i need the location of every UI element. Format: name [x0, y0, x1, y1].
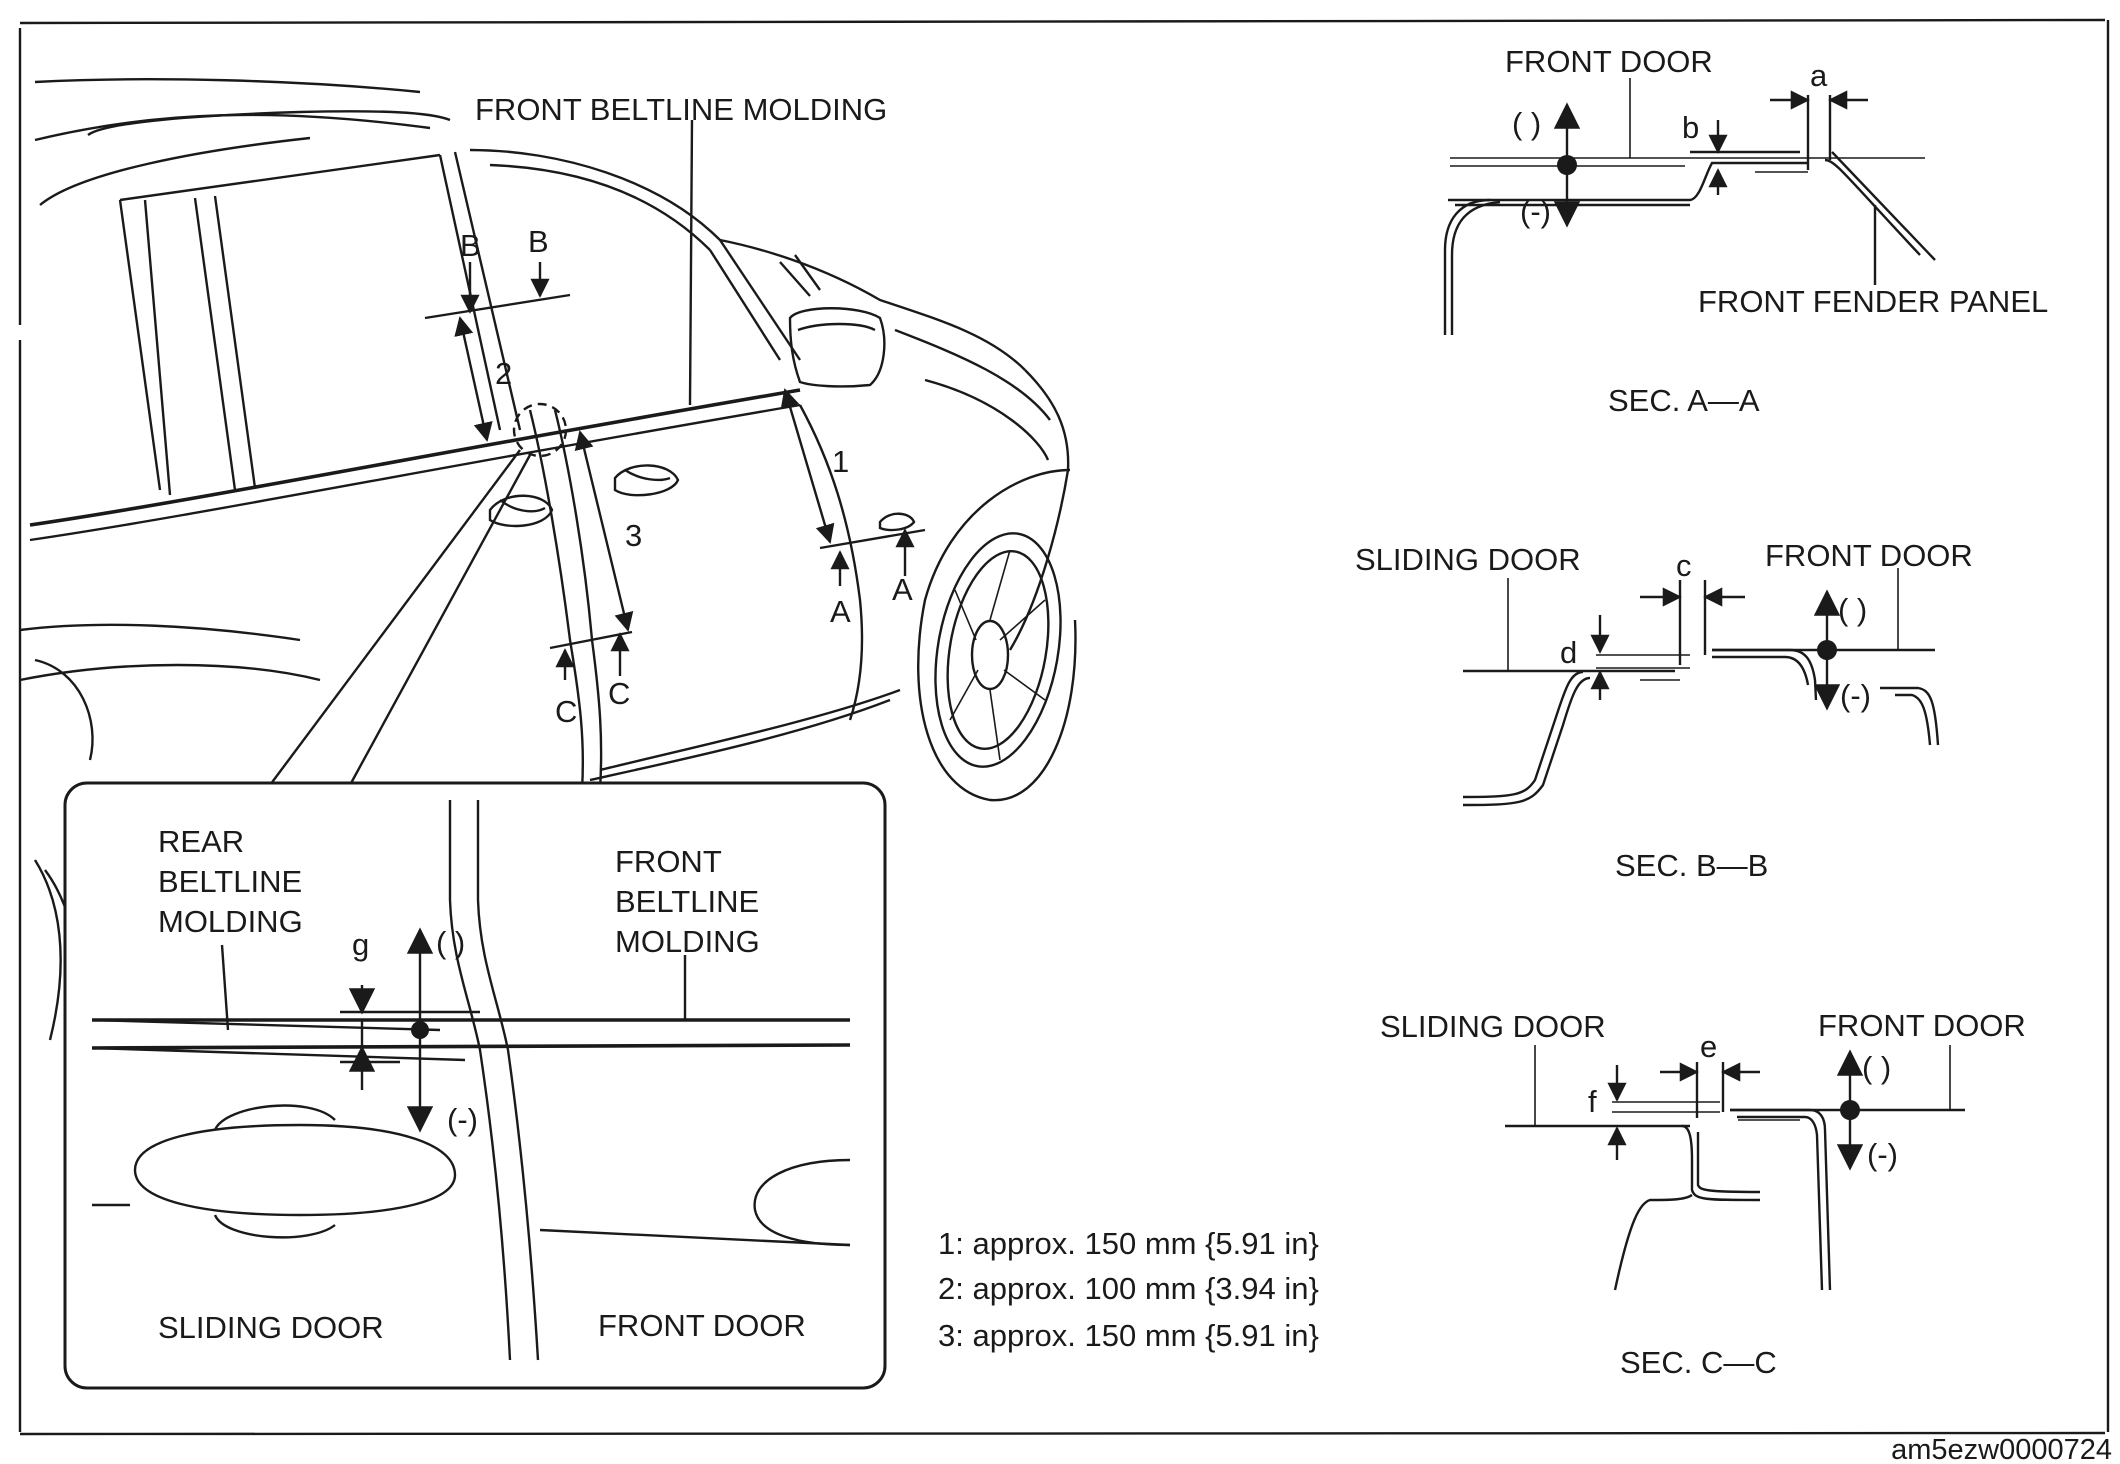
front-door-label: FRONT DOOR — [598, 1308, 806, 1343]
sec-c-gap-e-label: e — [1700, 1029, 1717, 1064]
sec-a-gap-a-label: a — [1810, 58, 1828, 93]
section-c-mark-right: C — [608, 676, 630, 711]
section-a-a-labels: FRONT DOOR a b ( ) (-) FRONT FENDER PANE… — [1505, 44, 2048, 418]
sec-a-title: SEC. A—A — [1608, 383, 1760, 418]
section-c-c — [1505, 1045, 1965, 1291]
section-b-b-labels: SLIDING DOOR FRONT DOOR c d ( ) (-) SEC.… — [1355, 538, 1973, 883]
section-b-mark-right: B — [528, 224, 549, 259]
main-view-labels: FRONT BELTLINE MOLDING B B 2 1 3 A A C C — [460, 92, 913, 729]
dimension-notes: 1: approx. 150 mm {5.91 in} 2: approx. 1… — [938, 1226, 1319, 1353]
page-frame — [18, 18, 2110, 1436]
sliding-door-label: SLIDING DOOR — [158, 1310, 384, 1345]
detail-inset — [63, 781, 887, 1390]
section-a-mark-left: A — [830, 594, 851, 629]
minus-direction-label: (-) — [447, 1102, 478, 1137]
sec-b-sliding-door-label: SLIDING DOOR — [1355, 542, 1581, 577]
gap-g-label: g — [352, 927, 369, 962]
dimension-1-mark: 1 — [832, 444, 849, 479]
sec-c-sliding-door-label: SLIDING DOOR — [1380, 1009, 1606, 1044]
sec-a-minus-label: (-) — [1520, 194, 1551, 229]
section-a-a — [1443, 78, 1936, 335]
car-main-view — [19, 78, 1077, 1061]
note-3: 3: approx. 150 mm {5.91 in} — [938, 1318, 1319, 1353]
sec-b-gap-c-label: c — [1676, 548, 1692, 583]
sec-c-front-door-label: FRONT DOOR — [1818, 1008, 2026, 1043]
rear-beltline-molding-label-1: REAR — [158, 824, 244, 859]
front-beltline-molding-label: FRONT BELTLINE MOLDING — [475, 92, 887, 127]
sec-b-title: SEC. B—B — [1615, 848, 1768, 883]
section-b-mark-left: B — [460, 228, 481, 263]
figure-code: am5ezw0000724 — [1891, 1434, 2112, 1464]
section-c-mark-left: C — [555, 694, 577, 729]
detail-inset-labels: REAR BELTLINE MOLDING FRONT BELTLINE MOL… — [158, 824, 806, 1345]
sec-a-flush-b-label: b — [1682, 110, 1699, 145]
sec-b-plus-label: ( ) — [1838, 592, 1867, 627]
note-2: 2: approx. 100 mm {3.94 in} — [938, 1271, 1319, 1306]
section-b-b — [1462, 568, 1940, 807]
sec-a-fender-panel-label: FRONT FENDER PANEL — [1698, 284, 2048, 319]
section-a-mark-right: A — [892, 572, 913, 607]
sec-c-minus-label: (-) — [1867, 1137, 1898, 1172]
front-beltline-molding-label-2: BELTLINE — [615, 884, 759, 919]
sec-a-plus-label: ( ) — [1512, 106, 1541, 141]
sec-b-minus-label: (-) — [1840, 678, 1871, 713]
sec-b-flush-d-label: d — [1560, 635, 1577, 670]
rear-beltline-molding-label-2: BELTLINE — [158, 864, 302, 899]
front-beltline-molding-label-3: MOLDING — [615, 924, 760, 959]
plus-direction-label: ( ) — [436, 925, 465, 960]
sec-b-front-door-label: FRONT DOOR — [1765, 538, 1973, 573]
sec-c-plus-label: ( ) — [1862, 1050, 1891, 1085]
rear-beltline-molding-label-3: MOLDING — [158, 904, 303, 939]
front-beltline-molding-label-1: FRONT — [615, 844, 722, 879]
dimension-2-mark: 2 — [495, 356, 512, 391]
sec-c-title: SEC. C—C — [1620, 1345, 1777, 1380]
section-c-c-labels: SLIDING DOOR FRONT DOOR e f ( ) (-) SEC.… — [1380, 1008, 2026, 1380]
sec-c-flush-f-label: f — [1588, 1084, 1597, 1119]
dimension-3-mark: 3 — [625, 518, 642, 553]
note-1: 1: approx. 150 mm {5.91 in} — [938, 1226, 1319, 1261]
sec-a-front-door-label: FRONT DOOR — [1505, 44, 1713, 79]
